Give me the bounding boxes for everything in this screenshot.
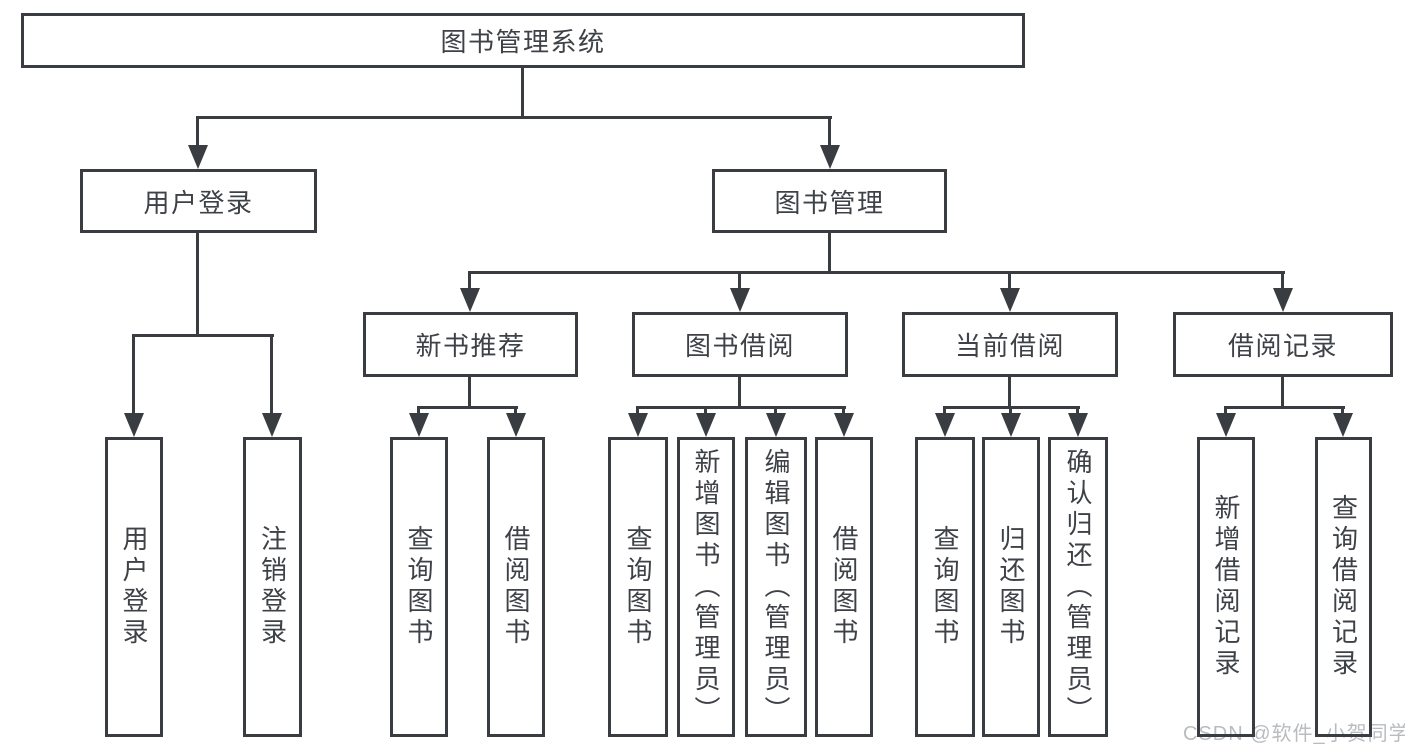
leaf-logout: 注销登录 bbox=[243, 437, 302, 737]
arrowhead-down-icon bbox=[1216, 413, 1236, 437]
leaf-bb-add-books-admin-label: 新增图书（管理员） bbox=[691, 447, 721, 727]
connector-vline bbox=[828, 233, 831, 272]
leaf-cb-confirm-return-admin: 确认归还（管理员） bbox=[1048, 437, 1108, 737]
connector-vline bbox=[1008, 377, 1011, 407]
leaf-cb-confirm-return-admin-label: 确认归还（管理员） bbox=[1063, 447, 1093, 727]
leaf-cb-return-books-label: 归还图书 bbox=[996, 525, 1026, 649]
connector-vline bbox=[1224, 407, 1227, 414]
node-new-book-recommend: 新书推荐 bbox=[363, 312, 578, 377]
connector-vline bbox=[1281, 377, 1284, 407]
connector-vline bbox=[468, 377, 471, 407]
leaf-cb-query-books: 查询图书 bbox=[915, 437, 975, 737]
arrowhead-down-icon bbox=[460, 288, 480, 312]
node-current-borrowing: 当前借阅 bbox=[902, 312, 1118, 377]
node-user-login: 用户登录 bbox=[80, 169, 317, 233]
connector-vline bbox=[1341, 407, 1344, 414]
connector-vline bbox=[636, 407, 639, 414]
leaf-br-query-record-label: 查询借阅记录 bbox=[1328, 494, 1359, 680]
leaf-cb-query-books-label: 查询图书 bbox=[930, 525, 960, 649]
leaf-bb-query-books: 查询图书 bbox=[608, 437, 668, 737]
arrowhead-down-icon bbox=[262, 413, 282, 437]
node-book-borrowing-label: 图书借阅 bbox=[684, 331, 795, 361]
arrowhead-down-icon bbox=[1001, 413, 1021, 437]
arrowhead-down-icon bbox=[766, 413, 786, 437]
connector-vline bbox=[842, 407, 845, 414]
connector-vline bbox=[132, 335, 135, 413]
leaf-cb-return-books: 归还图书 bbox=[982, 437, 1040, 737]
connector-vline bbox=[514, 407, 517, 414]
node-book-borrowing: 图书借阅 bbox=[632, 312, 848, 377]
leaf-bb-add-books-admin: 新增图书（管理员） bbox=[677, 437, 735, 737]
connector-vline bbox=[270, 335, 273, 413]
leaf-logout-label: 注销登录 bbox=[257, 525, 288, 649]
leaf-nb-borrow-books-label: 借阅图书 bbox=[501, 525, 531, 649]
arrowhead-down-icon bbox=[730, 288, 750, 312]
node-root-label: 图书管理系统 bbox=[440, 27, 606, 57]
node-book-management-label: 图书管理 bbox=[774, 187, 885, 218]
connector-hline bbox=[943, 406, 1080, 409]
leaf-bb-borrow-books: 借阅图书 bbox=[815, 437, 873, 737]
arrowhead-down-icon bbox=[834, 413, 854, 437]
arrowhead-down-icon bbox=[124, 413, 144, 437]
arrowhead-down-icon bbox=[1333, 413, 1353, 437]
arrowhead-down-icon bbox=[1000, 288, 1020, 312]
leaf-user-login: 用户登录 bbox=[105, 437, 163, 737]
connector-hline bbox=[1224, 406, 1345, 409]
leaf-bb-edit-books-admin: 编辑图书（管理员） bbox=[745, 437, 807, 737]
leaf-br-add-record-label: 新增借阅记录 bbox=[1211, 494, 1241, 680]
connector-vline bbox=[828, 117, 831, 145]
csdn-watermark: CSDN @软件_小贺同学 bbox=[1183, 723, 1405, 745]
connector-vline bbox=[196, 233, 199, 335]
node-root: 图书管理系统 bbox=[21, 13, 1025, 68]
leaf-bb-borrow-books-label: 借阅图书 bbox=[829, 525, 859, 649]
arrowhead-down-icon bbox=[409, 413, 429, 437]
connector-vline bbox=[417, 407, 420, 414]
connector-hline bbox=[196, 116, 832, 119]
connector-vline bbox=[704, 407, 707, 414]
connector-vline bbox=[521, 68, 524, 117]
node-book-management: 图书管理 bbox=[712, 169, 947, 233]
arrowhead-down-icon bbox=[935, 413, 955, 437]
connector-vline bbox=[738, 272, 741, 289]
arrowhead-down-icon bbox=[188, 145, 208, 169]
leaf-user-login-label: 用户登录 bbox=[119, 525, 149, 649]
connector-vline bbox=[943, 407, 946, 414]
arrowhead-down-icon bbox=[1273, 288, 1293, 312]
arrowhead-down-icon bbox=[820, 145, 840, 169]
leaf-bb-query-books-label: 查询图书 bbox=[623, 525, 653, 649]
connector-vline bbox=[1281, 272, 1284, 289]
node-new-book-recommend-label: 新书推荐 bbox=[415, 331, 526, 361]
leaf-nb-borrow-books: 借阅图书 bbox=[487, 437, 545, 737]
connector-vline bbox=[468, 272, 471, 289]
node-current-borrowing-label: 当前借阅 bbox=[954, 331, 1065, 361]
arrowhead-down-icon bbox=[696, 413, 716, 437]
node-borrow-records-label: 借阅记录 bbox=[1227, 331, 1338, 361]
node-user-login-label: 用户登录 bbox=[143, 187, 254, 218]
connector-hline bbox=[417, 406, 518, 409]
arrowhead-down-icon bbox=[506, 413, 526, 437]
connector-vline bbox=[1076, 407, 1079, 414]
arrowhead-down-icon bbox=[628, 413, 648, 437]
arrowhead-down-icon bbox=[1068, 413, 1088, 437]
connector-vline bbox=[1008, 272, 1011, 289]
connector-hline bbox=[468, 271, 1285, 274]
leaf-bb-edit-books-admin-label: 编辑图书（管理员） bbox=[761, 447, 791, 727]
connector-vline bbox=[738, 377, 741, 407]
leaf-br-add-record: 新增借阅记录 bbox=[1197, 437, 1255, 737]
node-borrow-records: 借阅记录 bbox=[1173, 312, 1393, 377]
connector-hline bbox=[132, 334, 274, 337]
leaf-nb-query-books-label: 查询图书 bbox=[404, 525, 434, 649]
connector-vline bbox=[196, 117, 199, 145]
leaf-nb-query-books: 查询图书 bbox=[390, 437, 448, 737]
connector-vline bbox=[1009, 407, 1012, 414]
leaf-br-query-record: 查询借阅记录 bbox=[1315, 437, 1372, 737]
connector-vline bbox=[774, 407, 777, 414]
connector-hline bbox=[636, 406, 846, 409]
